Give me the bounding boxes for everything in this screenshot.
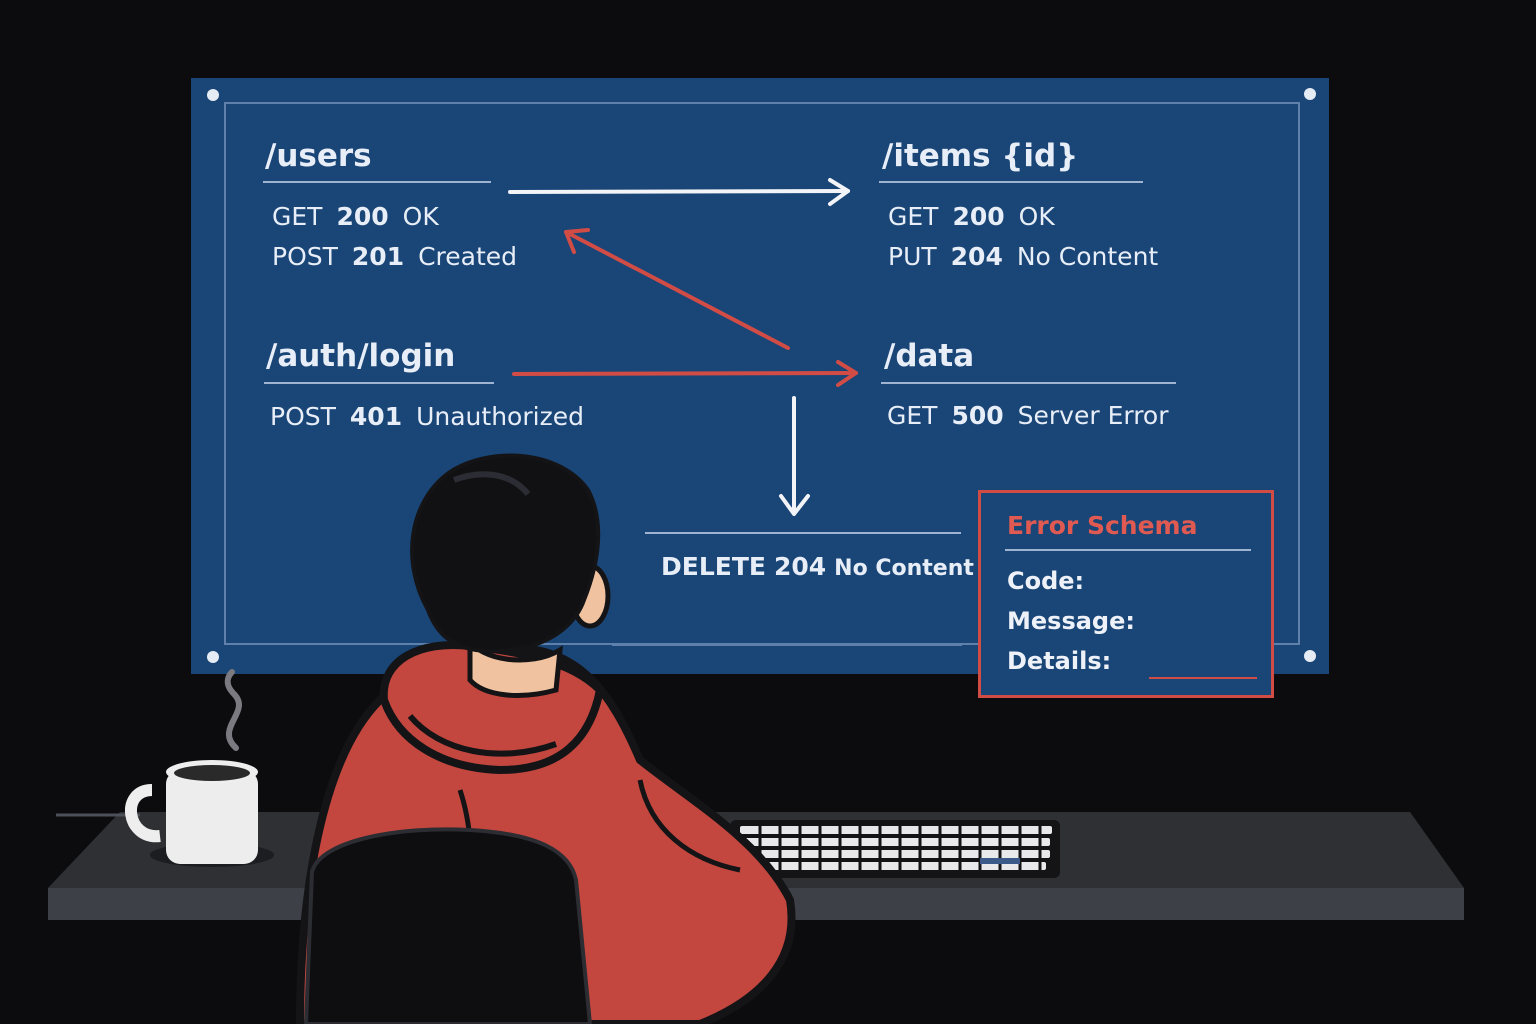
steam-icon (224, 669, 242, 751)
arrow-head-icon (779, 494, 810, 516)
board-pin-icon (1304, 88, 1316, 100)
endpoint-items-path: /items {id} (882, 138, 1079, 174)
arrow-data-to-users (564, 230, 790, 350)
arrow-head-icon (836, 360, 858, 387)
endpoint-users-path: /users (265, 138, 372, 174)
board-bottom-rule (612, 644, 962, 646)
error-field-code: Code: (1007, 567, 1085, 595)
endpoint-auth-path: /auth/login (266, 338, 456, 374)
endpoint-items-rule (879, 181, 1143, 183)
board-pin-icon (1304, 650, 1316, 662)
error-details-underline (1149, 677, 1257, 679)
hair (410, 453, 601, 654)
board-pin-icon (207, 651, 219, 663)
arrow-head-icon (828, 178, 850, 206)
board-pin-icon (207, 89, 219, 101)
chair (303, 827, 593, 1024)
error-schema-title: Error Schema (1007, 511, 1198, 540)
arrow-users-to-items (508, 189, 850, 194)
endpoint-data-path: /data (884, 338, 975, 374)
error-schema-card: Error Schema Code: Message: Details: (978, 490, 1274, 698)
arrow-auth-to-data (512, 371, 858, 376)
keyboard-icon (730, 820, 1060, 878)
person-at-desk (296, 453, 796, 1024)
endpoint-data-rule (881, 382, 1176, 384)
error-schema-rule (1005, 549, 1251, 551)
error-field-message: Message: (1007, 607, 1135, 635)
arrow-head-icon (564, 228, 590, 254)
delete-rule (645, 532, 961, 534)
coffee-mug-icon (125, 760, 274, 867)
endpoint-users-rule (263, 181, 491, 183)
error-field-details: Details: (1007, 647, 1112, 675)
endpoint-auth-rule (264, 382, 494, 384)
